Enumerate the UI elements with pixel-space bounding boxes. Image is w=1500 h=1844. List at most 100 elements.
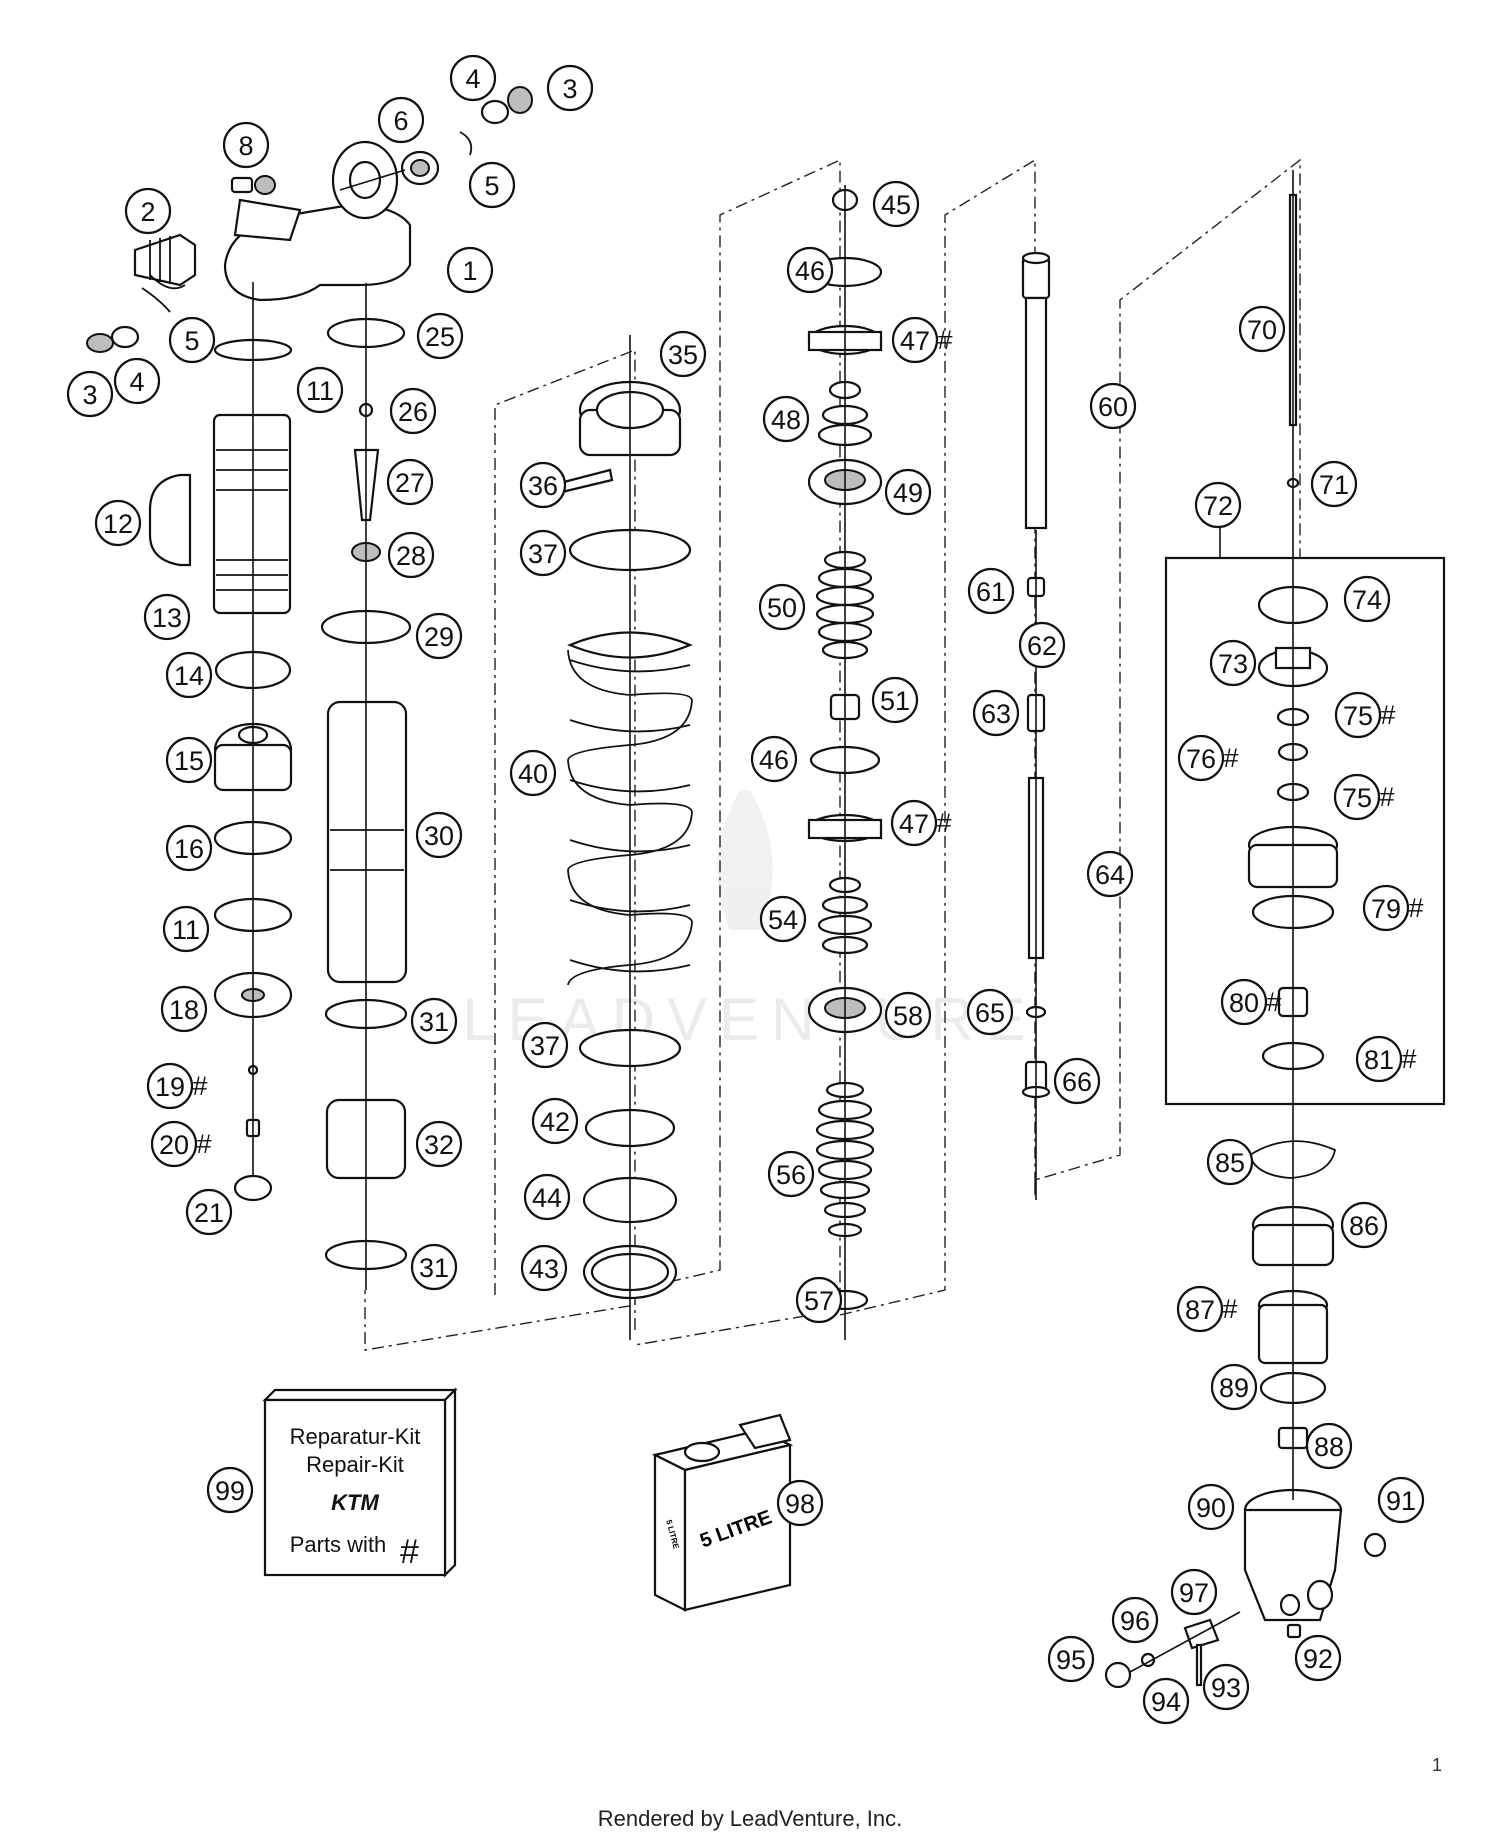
- part-callout-62[interactable]: 62: [1018, 621, 1066, 669]
- part-callout-4[interactable]: 4: [113, 357, 161, 405]
- part-callout-75[interactable]: 75#: [1333, 773, 1395, 821]
- part-callout-46[interactable]: 46: [750, 735, 798, 783]
- part-callout-90[interactable]: 90: [1187, 1483, 1235, 1531]
- part-callout-37[interactable]: 37: [519, 529, 567, 577]
- part-callout-74[interactable]: 74: [1343, 575, 1391, 623]
- part-callout-89[interactable]: 89: [1210, 1363, 1258, 1411]
- part-callout-93[interactable]: 93: [1202, 1663, 1250, 1711]
- part-callout-5[interactable]: 5: [168, 316, 216, 364]
- part-callout-43[interactable]: 43: [520, 1244, 568, 1292]
- part-callout-79[interactable]: 79#: [1362, 884, 1424, 932]
- part-callout-99[interactable]: 99: [206, 1466, 254, 1514]
- part-callout-54[interactable]: 54: [759, 895, 807, 943]
- part-callout-31[interactable]: 31: [410, 1243, 458, 1291]
- part-callout-12[interactable]: 12: [94, 499, 142, 547]
- callout-number: 76: [1186, 744, 1216, 774]
- part-callout-58[interactable]: 58: [884, 991, 932, 1039]
- callout-number: 15: [174, 746, 204, 776]
- part-callout-88[interactable]: 88: [1305, 1422, 1353, 1470]
- callout-circle: [150, 1120, 198, 1168]
- part-callout-51[interactable]: 51: [871, 676, 919, 724]
- part-callout-5[interactable]: 5: [468, 161, 516, 209]
- part-callout-20[interactable]: 20#: [150, 1120, 212, 1168]
- part-callout-3[interactable]: 3: [546, 64, 594, 112]
- part-callout-15[interactable]: 15: [165, 736, 213, 784]
- part-callout-26[interactable]: 26: [389, 387, 437, 435]
- part-callout-2[interactable]: 2: [124, 187, 172, 235]
- part-callout-29[interactable]: 29: [415, 612, 463, 660]
- callout-circle: [795, 1276, 843, 1324]
- part-callout-63[interactable]: 63: [972, 689, 1020, 737]
- part-callout-31[interactable]: 31: [410, 997, 458, 1045]
- part-callout-65[interactable]: 65: [966, 988, 1014, 1036]
- part-callout-45[interactable]: 45: [872, 180, 920, 228]
- part-callout-19[interactable]: 19#: [146, 1062, 208, 1110]
- part-callout-4[interactable]: 4: [449, 54, 497, 102]
- part-callout-57[interactable]: 57: [795, 1276, 843, 1324]
- part-callout-3[interactable]: 3: [66, 370, 114, 418]
- part-callout-44[interactable]: 44: [523, 1173, 571, 1221]
- part-callout-16[interactable]: 16: [165, 824, 213, 872]
- part-callout-66[interactable]: 66: [1053, 1057, 1101, 1105]
- part-callout-95[interactable]: 95: [1047, 1635, 1095, 1683]
- callout-circle: [1018, 621, 1066, 669]
- callout-circle: [967, 567, 1015, 615]
- part-callout-50[interactable]: 50: [758, 583, 806, 631]
- part-callout-13[interactable]: 13: [143, 593, 191, 641]
- part-callout-48[interactable]: 48: [762, 395, 810, 443]
- part-callout-1[interactable]: 1: [446, 246, 494, 294]
- repair-kit-box: Reparatur-Kit Repair-Kit KTM Parts with …: [262, 1387, 458, 1578]
- part-callout-8[interactable]: 8: [222, 121, 270, 169]
- callout-number: 99: [215, 1476, 245, 1506]
- part-callout-81[interactable]: 81#: [1355, 1035, 1417, 1083]
- part-callout-11[interactable]: 11: [296, 366, 344, 414]
- part-callout-75[interactable]: 75#: [1334, 691, 1396, 739]
- part-callout-71[interactable]: 71: [1310, 460, 1358, 508]
- callout-circle: [446, 246, 494, 294]
- callout-number: 56: [776, 1160, 806, 1190]
- part-callout-56[interactable]: 56: [767, 1150, 815, 1198]
- part-callout-40[interactable]: 40: [509, 749, 557, 797]
- part-callout-91[interactable]: 91: [1377, 1476, 1425, 1524]
- part-callout-21[interactable]: 21: [185, 1188, 233, 1236]
- part-callout-11[interactable]: 11: [162, 905, 210, 953]
- part-callout-14[interactable]: 14: [165, 651, 213, 699]
- part-callout-73[interactable]: 73: [1209, 639, 1257, 687]
- part-callout-30[interactable]: 30: [415, 811, 463, 859]
- part-callout-6[interactable]: 6: [377, 96, 425, 144]
- part-callout-87[interactable]: 87#: [1176, 1285, 1238, 1333]
- part-callout-60[interactable]: 60: [1089, 382, 1137, 430]
- part-callout-70[interactable]: 70: [1238, 305, 1286, 353]
- part-callout-35[interactable]: 35: [659, 330, 707, 378]
- part-callout-96[interactable]: 96: [1111, 1596, 1159, 1644]
- part-callout-42[interactable]: 42: [531, 1097, 579, 1145]
- part-callout-72[interactable]: 72: [1194, 481, 1242, 529]
- part-callout-47[interactable]: 47#: [891, 316, 953, 364]
- part-callout-94[interactable]: 94: [1142, 1677, 1190, 1725]
- part-callout-86[interactable]: 86: [1340, 1201, 1388, 1249]
- part-callout-37[interactable]: 37: [521, 1021, 569, 1069]
- part-callout-36[interactable]: 36: [519, 461, 567, 509]
- part-callout-32[interactable]: 32: [415, 1120, 463, 1168]
- callout-circle: [1202, 1663, 1250, 1711]
- part-callout-27[interactable]: 27: [386, 458, 434, 506]
- part-callout-85[interactable]: 85: [1206, 1138, 1254, 1186]
- part-callout-25[interactable]: 25: [416, 312, 464, 360]
- part-callout-61[interactable]: 61: [967, 567, 1015, 615]
- part-callout-28[interactable]: 28: [387, 531, 435, 579]
- part-callout-47[interactable]: 47#: [890, 799, 952, 847]
- part-callout-80[interactable]: 80#: [1220, 978, 1282, 1026]
- part-callout-64[interactable]: 64: [1086, 850, 1134, 898]
- part-callout-98[interactable]: 98: [776, 1479, 824, 1527]
- callout-circle: [1086, 850, 1134, 898]
- part-callout-49[interactable]: 49: [884, 468, 932, 516]
- part-callout-92[interactable]: 92: [1294, 1634, 1342, 1682]
- part-callout-97[interactable]: 97: [1170, 1568, 1218, 1616]
- part-callout-46[interactable]: 46: [786, 246, 834, 294]
- part-callout-18[interactable]: 18: [160, 985, 208, 1033]
- callout-number: 75: [1343, 701, 1373, 731]
- part-callout-76[interactable]: 76#: [1177, 734, 1239, 782]
- callout-circle: [1047, 1635, 1095, 1683]
